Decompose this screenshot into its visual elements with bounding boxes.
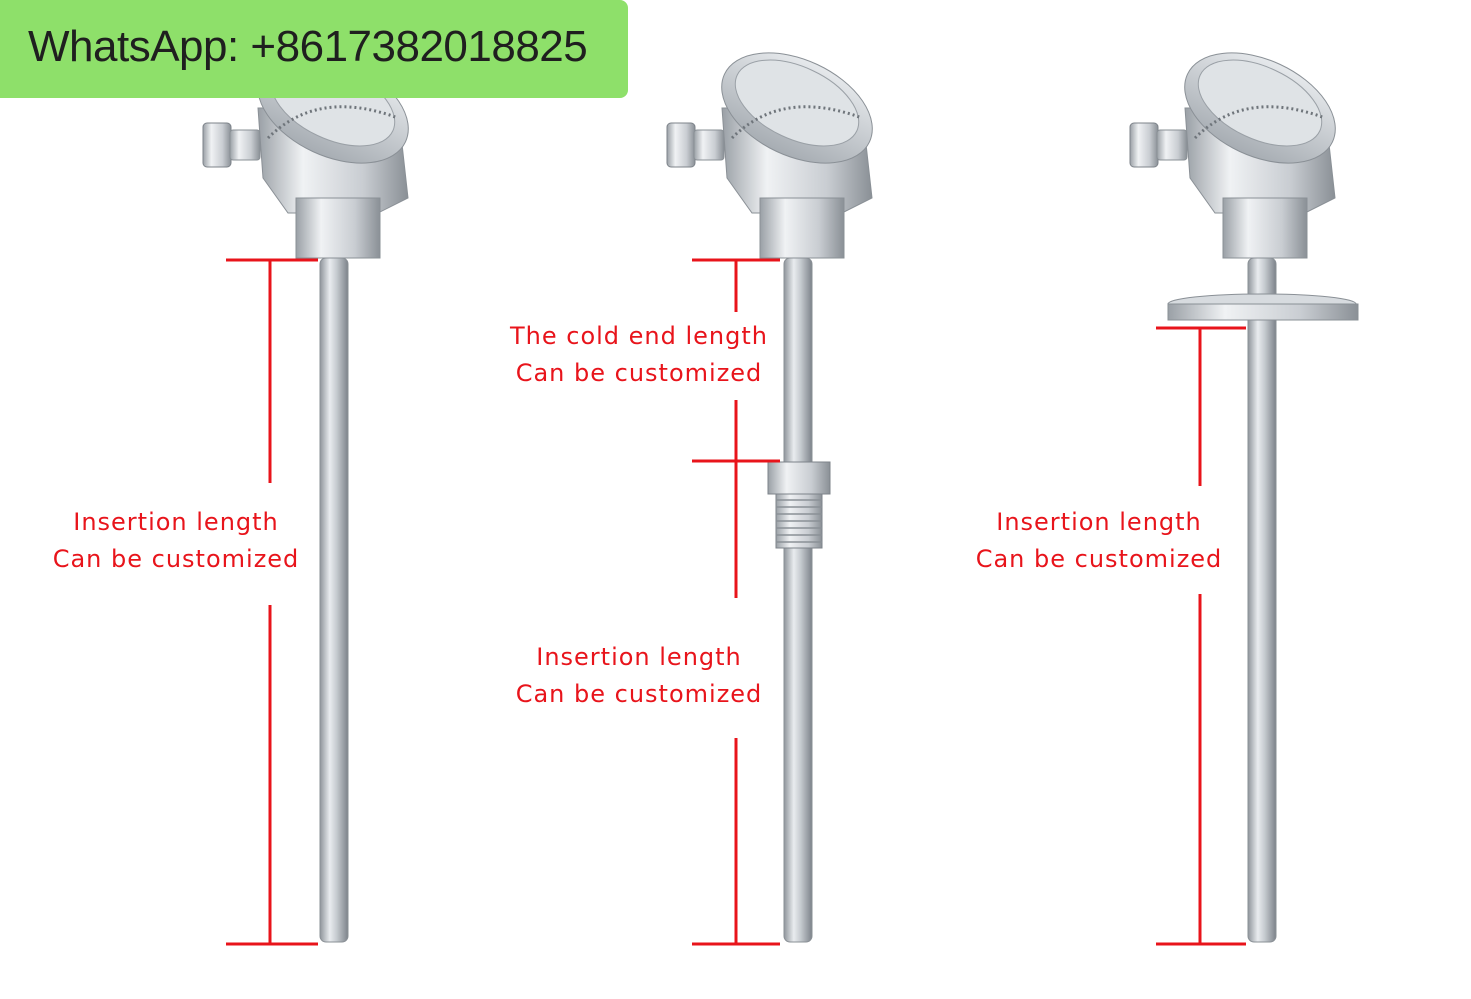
probe-left [201,29,428,943]
middle-insertion-line2: Can be customized [515,680,763,708]
dimension-right [1156,326,1246,946]
right-insertion-line2: Can be customized [975,545,1223,573]
middle-cold-end-line2: Can be customized [515,359,763,387]
probe-right [1128,29,1359,943]
whatsapp-contact-text: WhatsApp: +8617382018825 [28,22,588,71]
dimension-middle [692,258,780,946]
middle-cold-end-line1: The cold end length [509,322,768,350]
whatsapp-banner: WhatsApp: +8617382018825 [0,0,628,98]
middle-insertion-line1: Insertion length [536,643,742,671]
left-insertion-line2: Can be customized [52,545,300,573]
right-insertion-line1: Insertion length [996,508,1202,536]
right-insertion-label: Insertion length Can be customized [968,504,1230,578]
left-insertion-line1: Insertion length [73,508,279,536]
probe-middle [665,29,892,943]
middle-insertion-label: Insertion length Can be customized [508,639,770,713]
left-insertion-label: Insertion length Can be customized [46,504,306,578]
dimension-left [226,258,318,946]
middle-cold-end-label: The cold end length Can be customized [496,318,782,392]
